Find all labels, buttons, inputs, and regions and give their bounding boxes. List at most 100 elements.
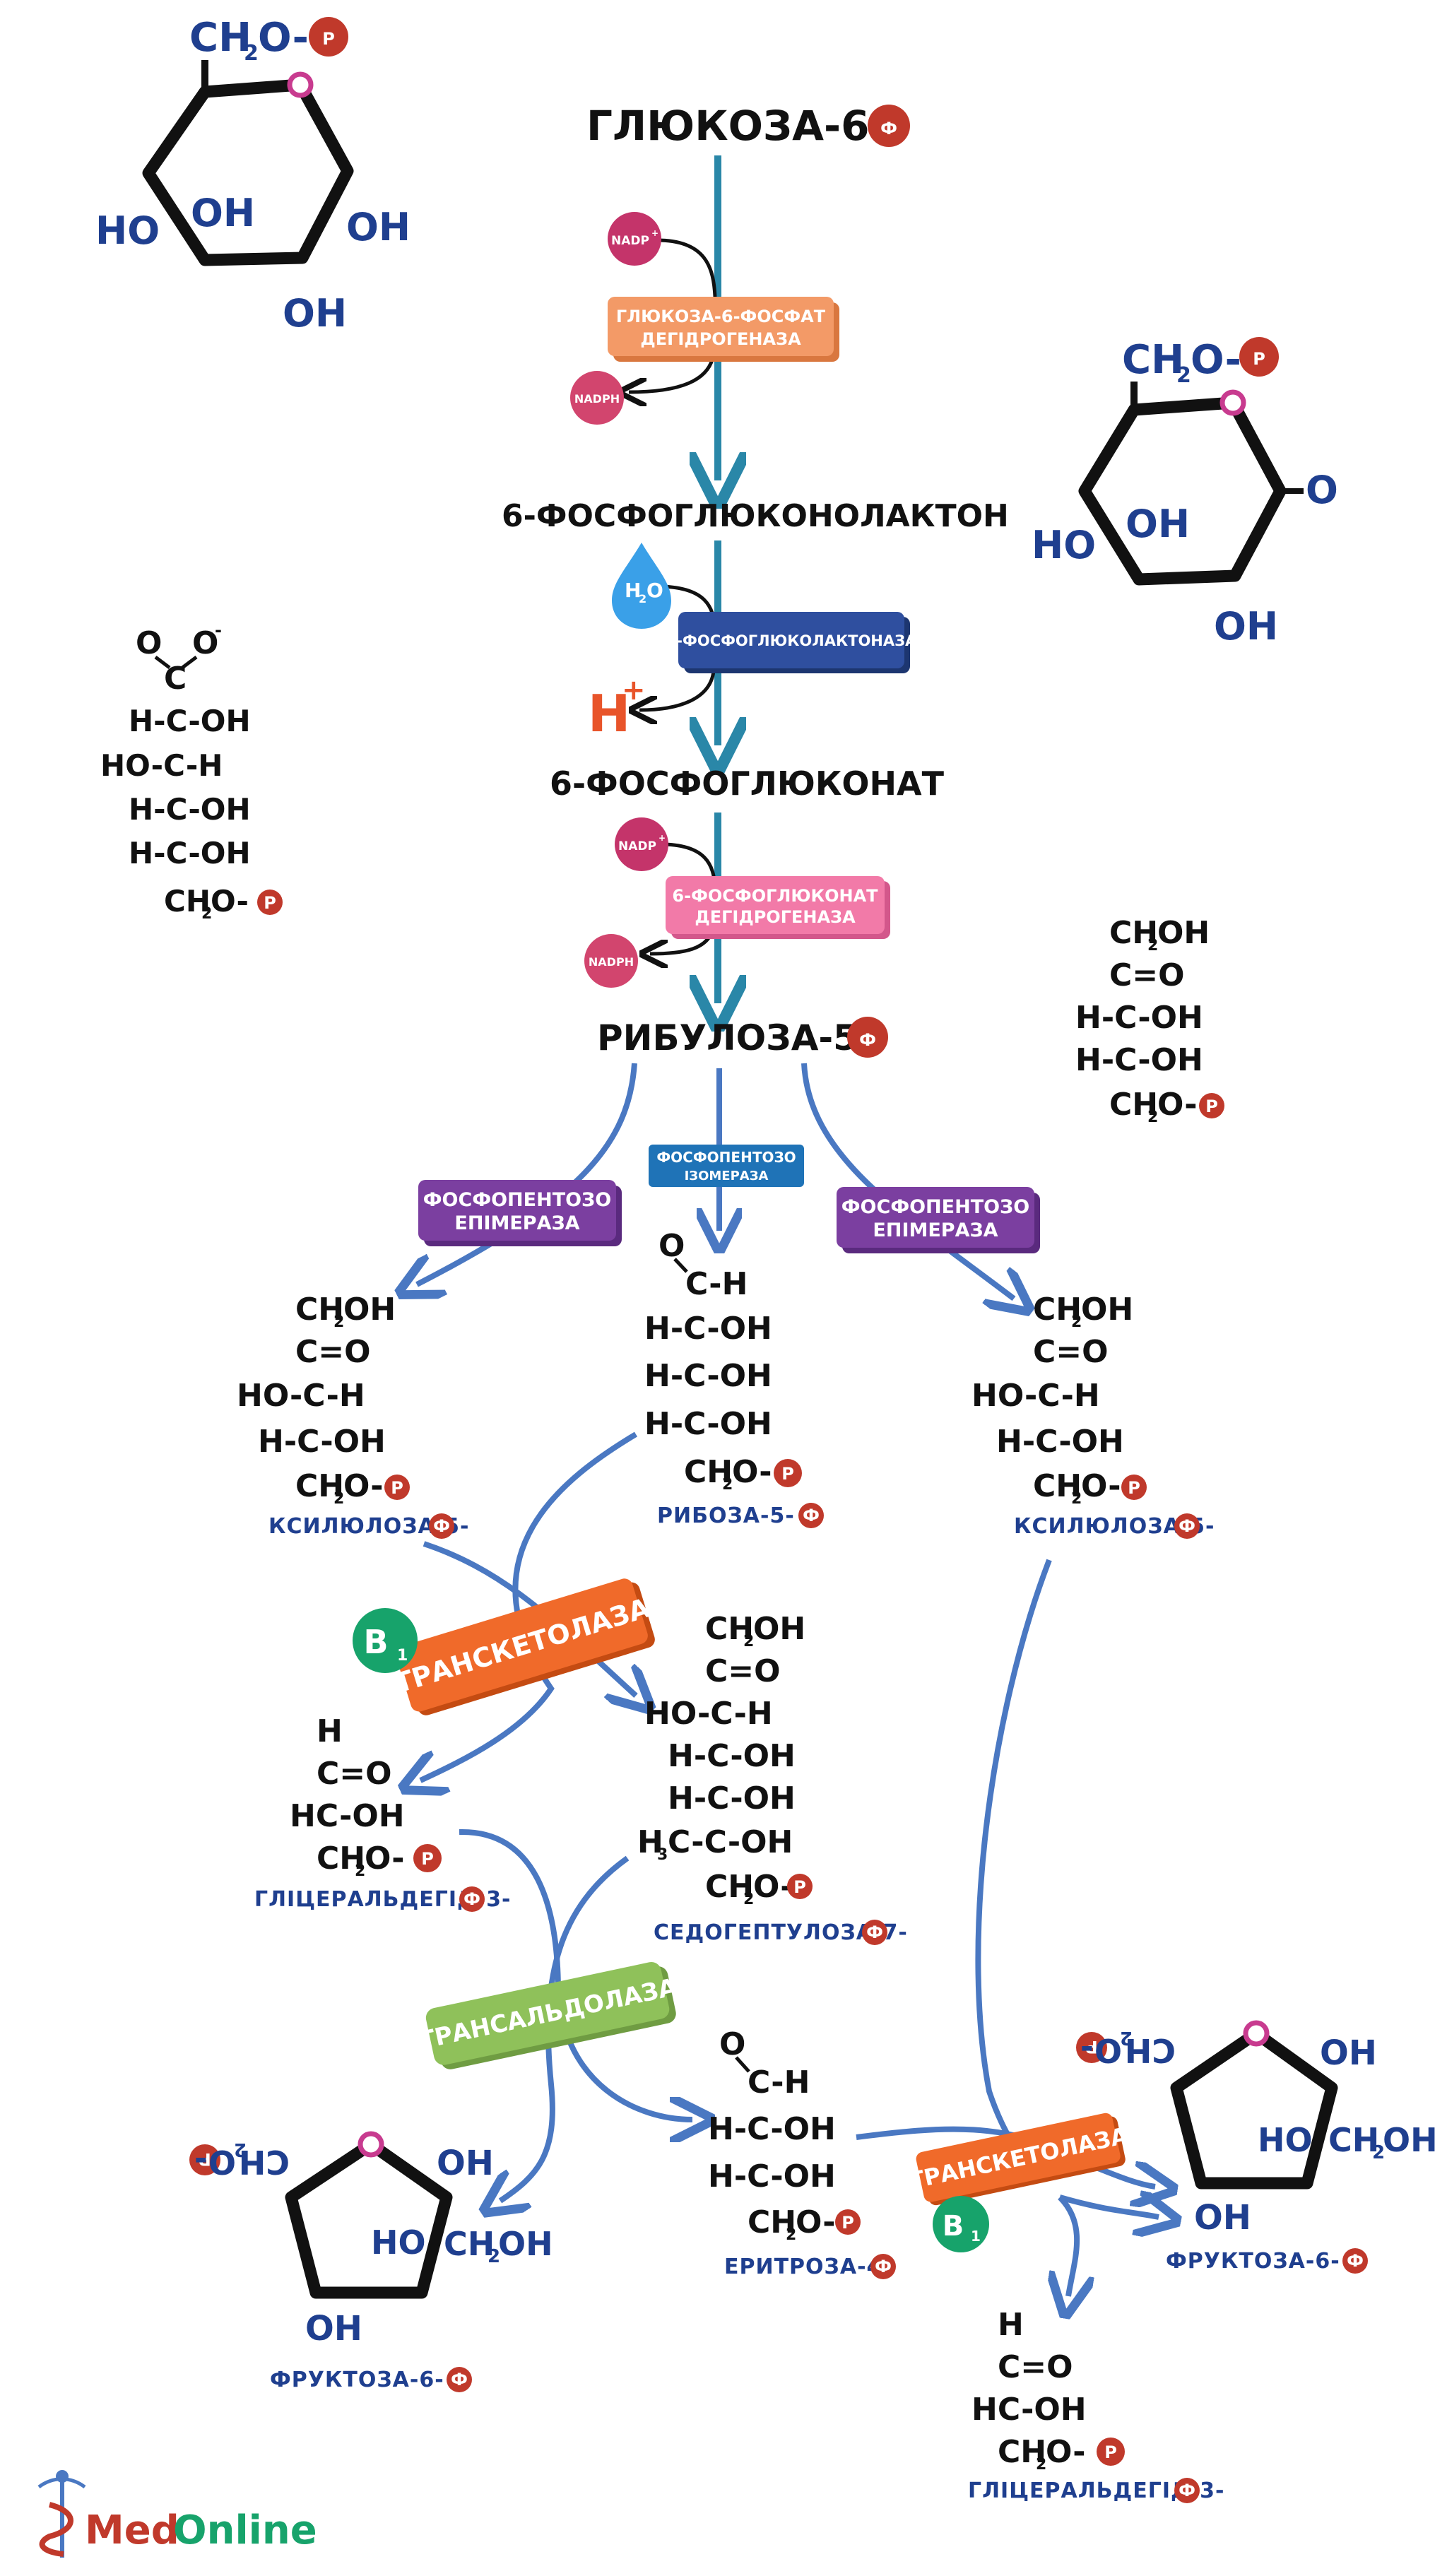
svg-text:CH: CH [684,1454,733,1490]
svg-text:C=O: C=O [705,1653,781,1689]
gap-left-p-icon: P [413,1844,442,1872]
svg-text:NADP: NADP [618,839,656,853]
svg-text:O-: O- [1081,1468,1121,1504]
svg-text:РИБОЗА-5-: РИБОЗА-5- [657,1503,795,1528]
svg-text:C-H: C-H [685,1266,748,1302]
svg-text:H: H [588,684,630,743]
gluconate-title: 6-ФОСФОГЛЮКОНАТ [550,764,945,803]
lactone-title: 6-ФОСФОГЛЮКОНОЛАКТОН [502,498,1009,534]
svg-text:+: + [658,833,666,843]
svg-text:HO-C-H: HO-C-H [237,1378,365,1414]
svg-text:CH: CH [748,2204,796,2240]
enzyme-epimerase-right: ФОСФОПЕНТОЗО ЕПІМЕРАЗА [837,1187,1040,1253]
svg-text:P: P [1128,1478,1140,1498]
svg-text:OH: OH [1126,502,1190,546]
svg-text:O-: O- [343,1468,383,1504]
enzyme-isomerase: ФОСФОПЕНТОЗО ІЗОМЕРАЗА [649,1145,804,1187]
svg-text:O: O [136,625,162,661]
svg-text:P: P [793,1877,806,1897]
ribulose5p-phosphate-icon: Ф [847,1017,888,1058]
svg-text:OH: OH [1081,1292,1133,1328]
svg-text:OH: OH [1157,915,1210,951]
glucose6p-title: ГЛЮКОЗА-6- [586,102,887,150]
gap-right-p-icon: P [1097,2438,1125,2466]
svg-text:O-: O- [258,15,309,61]
ribose-p-icon: P [774,1459,802,1487]
ribose-structure: O C-H H-C-OH H-C-OH H-C-OH CH 2 O- P РИБ… [644,1228,824,1528]
svg-text:CH: CH [189,15,252,61]
svg-text:O: O [658,1228,685,1264]
svg-text:HO: HO [95,208,160,253]
svg-text:C=O: C=O [1109,957,1185,993]
svg-text:O-: O- [194,2143,236,2181]
svg-text:P: P [1253,349,1265,369]
svg-text:P: P [199,2149,211,2169]
fructose-left-label: ФРУКТОЗА-6- Ф [270,2367,472,2392]
svg-text:O-: O- [365,1841,404,1877]
fructose-right-phosphate-icon: P [1076,2032,1107,2063]
svg-text:CH: CH [164,884,211,918]
svg-text:OH: OH [437,2144,494,2183]
svg-text:2: 2 [201,905,212,923]
svg-text:ДЕГІДРОГЕНАЗА: ДЕГІДРОГЕНАЗА [695,907,856,927]
ribulose-phosphate-icon: P [1199,1093,1224,1118]
svg-text:2: 2 [1120,2027,1133,2048]
glucose6p-ring-structure: CH 2 O- P HO OH OH OH [95,15,411,336]
svg-text:OH: OH [346,205,411,249]
svg-text:HO: HO [371,2223,426,2262]
lactone-ring-structure: CH 2 O- P O HO OH OH [1032,337,1338,649]
hplus-label: H+ [588,674,646,743]
svg-text:HO-C-H: HO-C-H [644,1696,773,1732]
svg-text:H-C-OH: H-C-OH [644,1358,772,1394]
svg-text:OH: OH [191,191,255,235]
svg-text:-: - [215,620,222,640]
svg-text:CH: CH [1122,337,1184,383]
svg-text:ФОСФОПЕНТОЗО: ФОСФОПЕНТОЗО [656,1149,796,1166]
svg-text:CH: CH [295,1468,344,1504]
erythrose-phosphate-icon: Ф [870,2254,896,2279]
svg-text:B: B [943,2210,964,2243]
svg-text:H-C-OH: H-C-OH [1075,1000,1203,1036]
svg-text:Ф: Ф [1179,2481,1195,2500]
svg-text:OH: OH [1383,2121,1438,2159]
svg-text:CH: CH [705,1611,754,1647]
svg-text:6-ФОСФОГЛЮКОНАТ: 6-ФОСФОГЛЮКОНАТ [672,886,878,906]
svg-text:C=O: C=O [998,2349,1073,2385]
svg-text:1: 1 [971,2228,981,2245]
medonline-logo: Med Online [37,2470,317,2558]
xylulose-right-phosphate-icon: Ф [1174,1513,1200,1539]
erythrose-p-icon: P [835,2209,861,2235]
erythrose-structure: O C-H H-C-OH H-C-OH CH 2 O- P ЕРИТРОЗА-4… [708,2026,896,2279]
svg-text:O-: O- [753,1869,793,1905]
svg-text:HC-OH: HC-OH [971,2392,1087,2428]
gluconate-phosphate-icon: P [257,890,283,915]
svg-text:HO-C-H: HO-C-H [971,1378,1100,1414]
svg-text:ІЗОМЕРАЗА: ІЗОМЕРАЗА [685,1169,769,1183]
svg-text:CH: CH [1033,1468,1082,1504]
svg-text:2: 2 [1147,937,1158,955]
svg-text:O: O [192,625,218,661]
ribulose5p-title: РИБУЛОЗА-5- [597,1017,873,1058]
svg-text:H-C-OH: H-C-OH [129,704,251,738]
ring-phosphate-icon: P [309,17,348,57]
svg-text:HO-C-H: HO-C-H [100,748,223,783]
svg-text:OH: OH [305,2309,362,2348]
svg-text:2: 2 [722,1476,733,1494]
svg-text:OH: OH [1194,2198,1251,2238]
svg-text:2: 2 [355,1862,365,1880]
svg-text:Ф: Ф [859,1030,876,1050]
svg-text:ФРУКТОЗА-6-: ФРУКТОЗА-6- [270,2368,444,2392]
svg-text:2: 2 [1176,363,1191,388]
svg-text:6-ФОСФОГЛЮКОЛАКТОНАЗА: 6-ФОСФОГЛЮКОЛАКТОНАЗА [666,632,917,649]
svg-text:ДЕГІДРОГЕНАЗА: ДЕГІДРОГЕНАЗА [640,329,801,349]
caduceus-icon [37,2470,86,2558]
svg-text:Ф: Ф [866,1922,883,1942]
svg-text:HO: HO [1258,2121,1313,2159]
svg-text:O-: O- [796,2204,835,2240]
svg-text:C-C-OH: C-C-OH [668,1824,793,1860]
svg-text:H: H [317,1713,343,1749]
ribose-phosphate-icon: Ф [798,1503,824,1528]
svg-text:Ф: Ф [803,1506,820,1525]
svg-text:O: O [1306,468,1338,512]
